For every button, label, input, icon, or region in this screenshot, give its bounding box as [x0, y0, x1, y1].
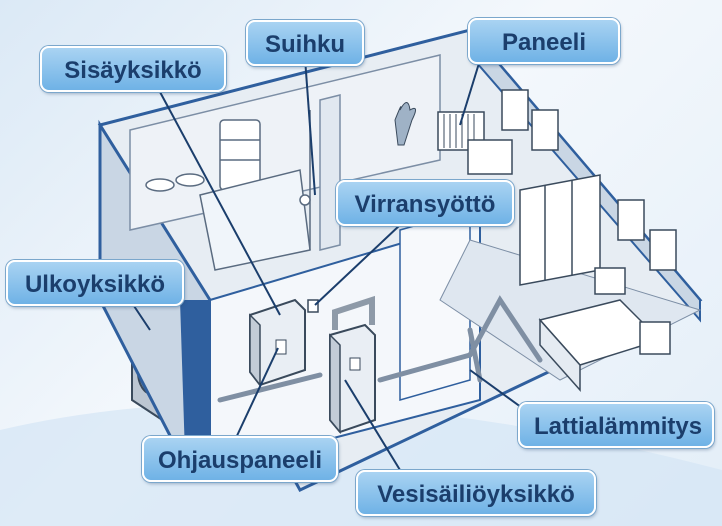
label-virransyotto: Virransyöttö [336, 180, 514, 226]
label-paneeli: Paneeli [468, 18, 620, 64]
label-ulkoyksikko: Ulkoyksikkö [6, 260, 184, 306]
label-vesisailioyksikko: Vesisäiliöyksikkö [356, 470, 596, 516]
label-sisayksikko: Sisäyksikkö [40, 46, 226, 92]
label-ohjauspaneeli: Ohjauspaneeli [142, 436, 338, 482]
label-lattialammitys: Lattialämmitys [518, 402, 714, 448]
indoor-unit-graphic [250, 300, 305, 385]
power-supply-box [308, 300, 318, 312]
label-suihku: Suihku [246, 20, 364, 66]
